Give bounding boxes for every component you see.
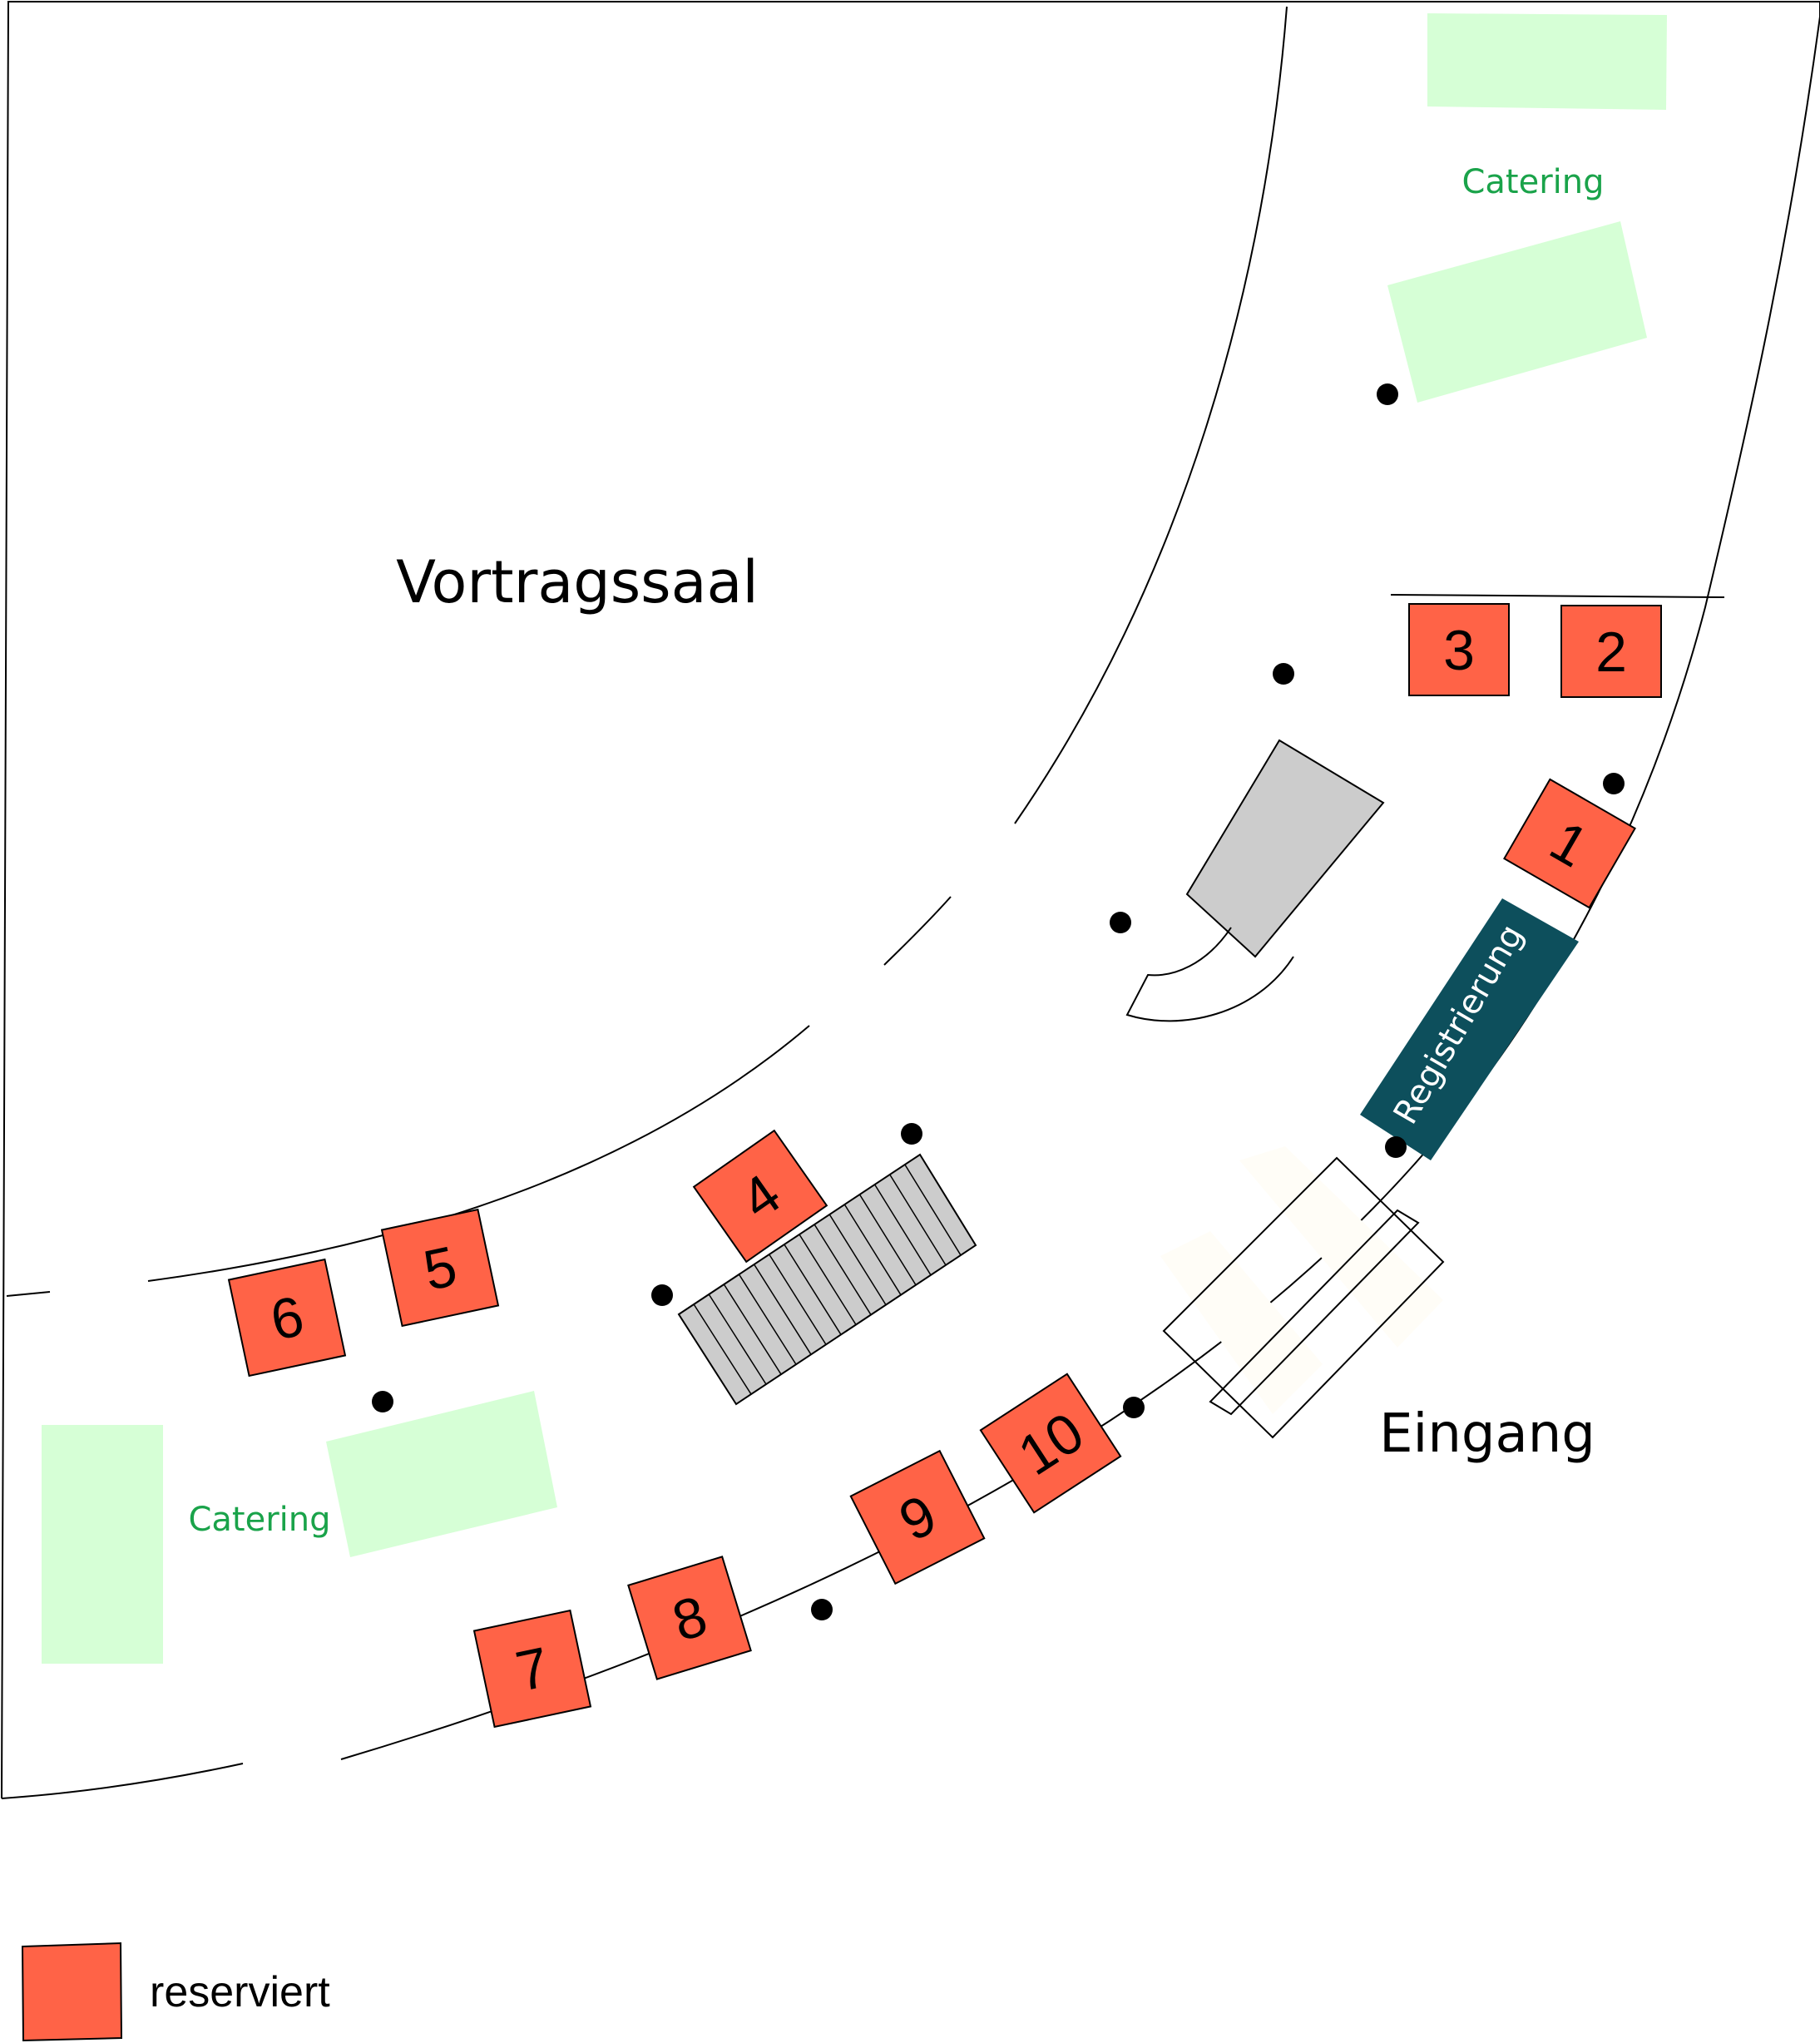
stair-line [904, 1164, 962, 1256]
booth-box[interactable] [979, 1373, 1122, 1514]
booth-3[interactable]: 3 [1408, 603, 1510, 696]
stair-line [799, 1234, 857, 1325]
booth-box[interactable] [227, 1258, 347, 1378]
booth-number: 2 [1595, 621, 1627, 684]
stair-line [889, 1174, 947, 1266]
outer-wall-bottom-left [1, 1763, 244, 1799]
stair-line [708, 1294, 767, 1385]
catering-label-top: Catering [1461, 163, 1604, 201]
pillars [372, 383, 1625, 1620]
pillar-dot [1603, 773, 1625, 794]
stair-line [753, 1264, 812, 1355]
booth-box[interactable] [849, 1449, 986, 1585]
hall-wall-door-segment [883, 896, 952, 966]
catering-table-bottom-2 [326, 1391, 557, 1557]
entrance [1160, 1146, 1445, 1439]
booth-box[interactable] [1560, 605, 1662, 698]
hall-wall-stub [6, 1291, 51, 1297]
booth-4[interactable]: 4 [692, 1129, 828, 1264]
booth-box[interactable] [380, 1208, 500, 1328]
booth-box[interactable] [627, 1556, 752, 1680]
booth-9[interactable]: 9 [849, 1449, 986, 1585]
stair-line [738, 1274, 797, 1365]
booth-6[interactable]: 6 [227, 1258, 347, 1378]
booth-box[interactable] [1503, 778, 1636, 909]
partition-wall [1390, 594, 1725, 598]
pillar-dot [1273, 663, 1294, 685]
pillar-dot [901, 1123, 922, 1145]
entrance-door-frame [1162, 1156, 1445, 1439]
stair-line [858, 1194, 917, 1286]
stair-line [769, 1254, 827, 1345]
booth-7[interactable]: 7 [472, 1609, 592, 1729]
legend-swatch [21, 1942, 123, 2042]
stair-line [843, 1204, 902, 1296]
catering-areas [42, 13, 1667, 1664]
pillar-dot [651, 1284, 673, 1306]
catering-label-bottom: Catering [188, 1501, 330, 1539]
stage-stairs [677, 1153, 977, 1406]
hall-wall-lower [147, 1025, 810, 1282]
pillar-dot [1123, 1397, 1145, 1418]
hall-label: Vortragssaal [396, 548, 759, 616]
stair-line [784, 1244, 842, 1335]
booth-8[interactable]: 8 [627, 1556, 752, 1680]
legend: reserviert [21, 1942, 330, 2042]
booth-box[interactable] [472, 1609, 592, 1729]
catering-table-bottom-1 [42, 1425, 163, 1664]
booth-2[interactable]: 2 [1560, 605, 1662, 698]
booth-1[interactable]: 1 [1503, 778, 1636, 909]
stair-line [693, 1303, 752, 1395]
entrance-label: Eingang [1379, 1403, 1595, 1465]
booth-10[interactable]: 10 [979, 1373, 1122, 1514]
stair-line [873, 1184, 932, 1276]
equipment-curve [1125, 927, 1294, 1022]
booth-number: 3 [1443, 619, 1475, 682]
pillar-dot [1110, 912, 1131, 933]
booth-5[interactable]: 5 [380, 1208, 500, 1328]
catering-table-top-2 [1387, 221, 1647, 403]
pillar-dot [1377, 383, 1398, 405]
stair-line [814, 1224, 872, 1315]
entrance-mat-2 [1160, 1231, 1323, 1414]
legend-label: reserviert [150, 1968, 330, 2016]
catering-table-top-1 [1427, 13, 1667, 110]
equipment-block [1185, 739, 1385, 958]
booth-box[interactable] [1408, 603, 1510, 696]
pillar-dot [372, 1391, 393, 1412]
entrance-door-inner [1209, 1209, 1420, 1416]
hall-wall-upper [1014, 6, 1288, 824]
registration-desk [1360, 898, 1579, 1160]
pillar-dot [1385, 1136, 1407, 1158]
stair-line [723, 1284, 782, 1375]
booth-box[interactable] [692, 1129, 828, 1264]
pillar-dot [811, 1599, 833, 1620]
stair-line [828, 1214, 887, 1306]
entrance-mat-1 [1239, 1146, 1443, 1348]
